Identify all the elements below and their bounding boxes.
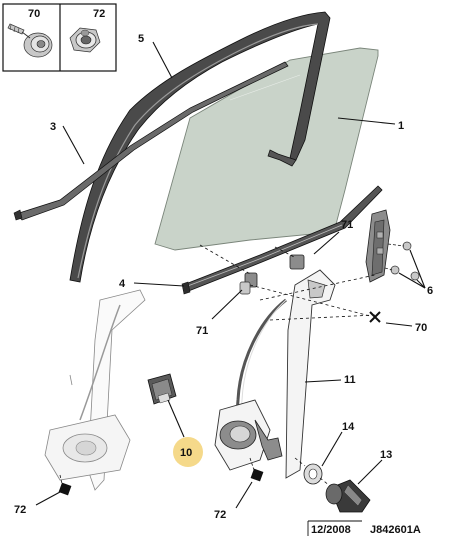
callout-6: 6 bbox=[427, 285, 433, 297]
fastener-inset: 70 72 bbox=[2, 3, 117, 72]
inner-strip bbox=[13, 61, 289, 221]
callout-13: 13 bbox=[380, 449, 392, 461]
nut-marker-right bbox=[249, 457, 264, 482]
window-regulator-ghost bbox=[44, 289, 146, 491]
waist-seal bbox=[181, 185, 383, 295]
glass-clips bbox=[199, 244, 305, 295]
trim-bracket bbox=[365, 209, 420, 283]
footer: 12/2008 J842601A bbox=[307, 520, 421, 536]
window-regulator bbox=[214, 269, 376, 479]
screw-icon bbox=[7, 23, 53, 58]
callout-4: 4 bbox=[119, 278, 126, 290]
screw-marker bbox=[369, 311, 381, 323]
highlight-marker bbox=[173, 437, 203, 467]
window-glass bbox=[154, 47, 379, 251]
callout-71-top: 71 bbox=[341, 219, 353, 231]
screw-icon bbox=[390, 241, 420, 281]
leader-lines bbox=[35, 41, 426, 509]
callout-70: 70 bbox=[415, 322, 427, 334]
callout-72-right: 72 bbox=[214, 509, 226, 521]
callout-10: 10 bbox=[180, 447, 192, 459]
callout-14: 14 bbox=[342, 421, 355, 433]
callout-1: 1 bbox=[398, 120, 404, 132]
footer-reference: J842601A bbox=[370, 524, 421, 536]
window-motor bbox=[325, 479, 371, 513]
motor-seal bbox=[294, 457, 331, 487]
callout-71-bottom: 71 bbox=[196, 325, 208, 337]
door-frame-seal bbox=[69, 11, 331, 283]
footer-date: 12/2008 bbox=[311, 524, 351, 536]
callout-11: 11 bbox=[344, 374, 356, 386]
nut-marker-left bbox=[58, 474, 72, 496]
callout-72-left: 72 bbox=[14, 504, 26, 516]
callout-72-inset: 72 bbox=[93, 8, 105, 20]
callout-3: 3 bbox=[50, 121, 56, 133]
callout-70-inset: 70 bbox=[28, 8, 40, 20]
callout-5: 5 bbox=[138, 33, 144, 45]
window-switch bbox=[147, 373, 177, 405]
nut-icon bbox=[69, 27, 101, 53]
